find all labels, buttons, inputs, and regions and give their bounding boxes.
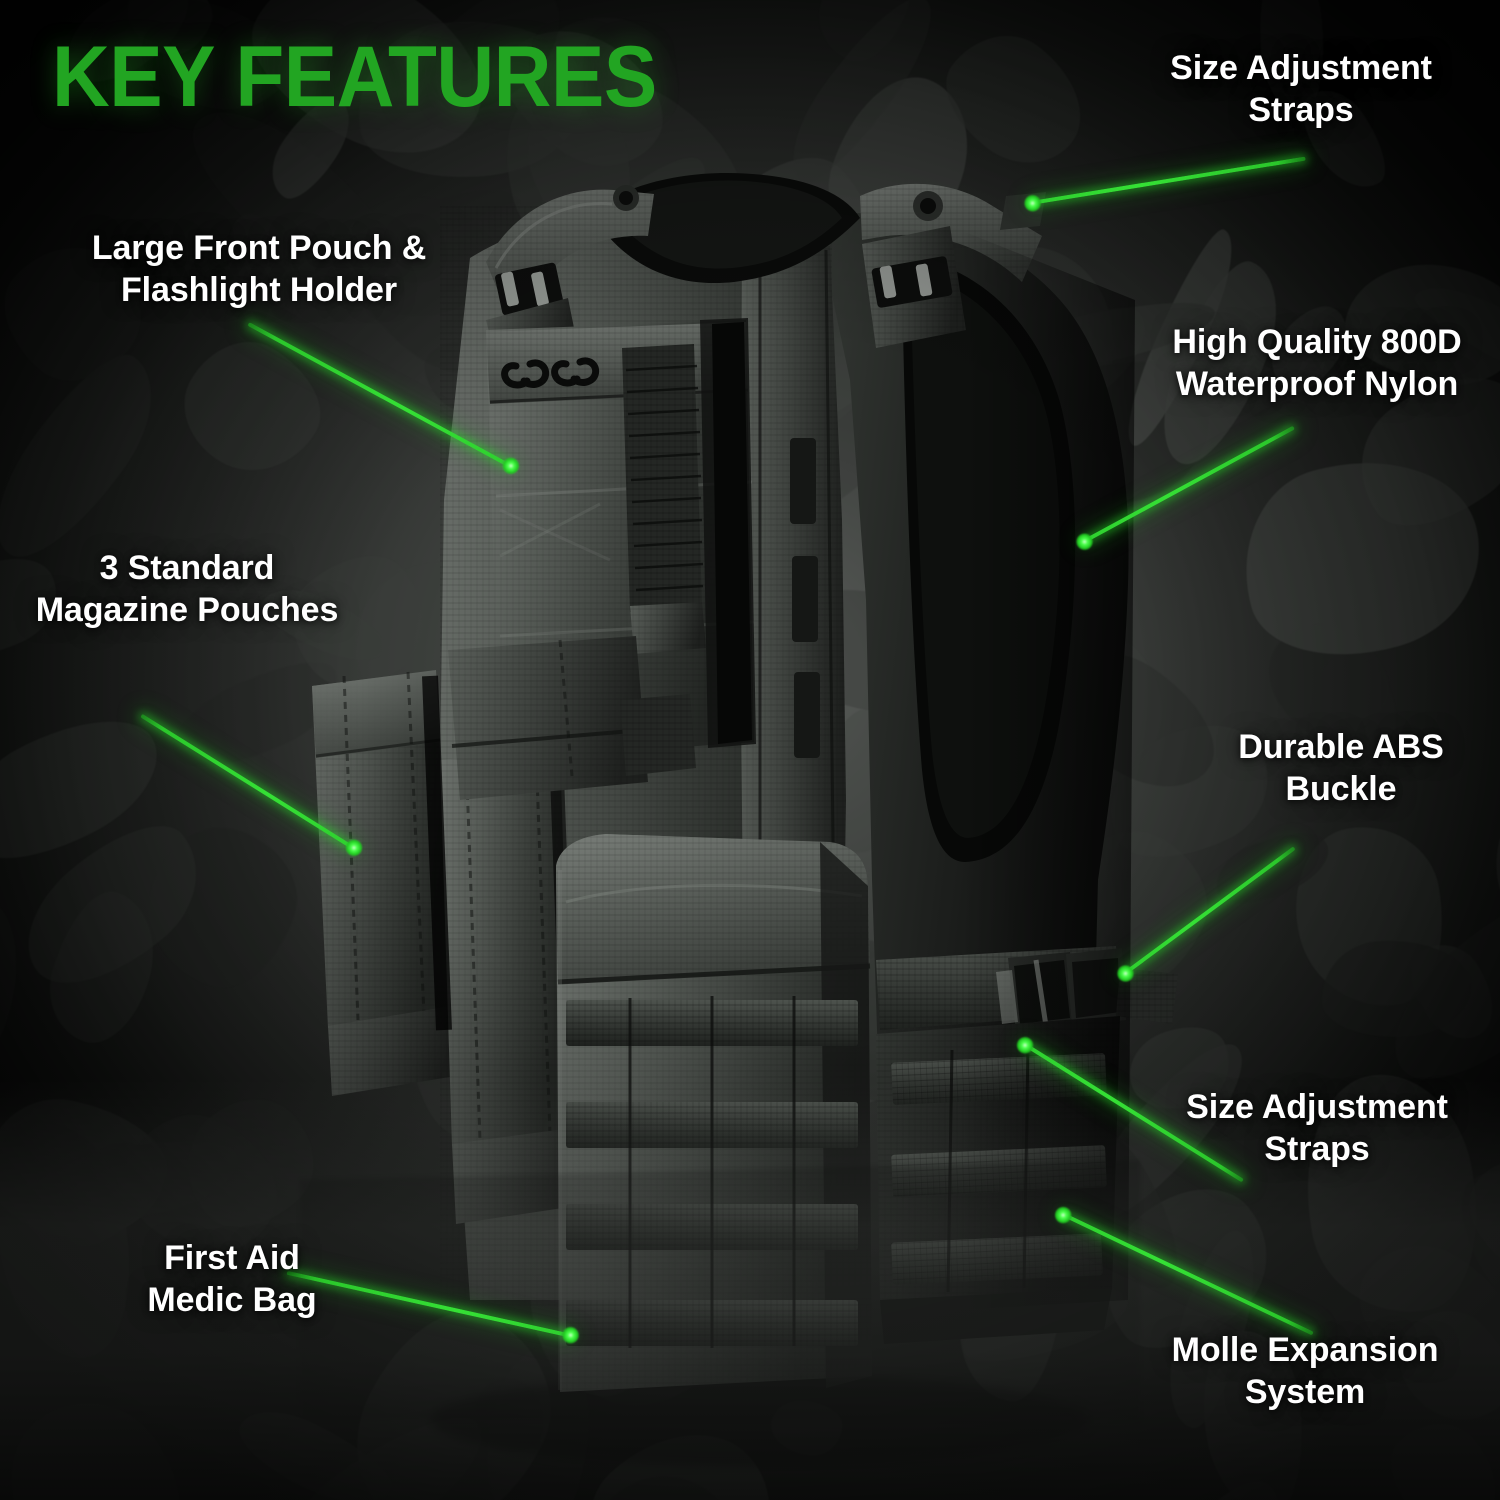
- callout-label-first-aid-medic-bag: First Aid Medic Bag: [147, 1239, 317, 1319]
- page-title: KEY FEATURES: [52, 29, 657, 125]
- callout-label-3-standard-magazine-pouches: 3 Standard Magazine Pouches: [35, 549, 339, 629]
- callout-label-size-adjustment-straps-bottom: Size Adjustment Straps: [1186, 1088, 1448, 1168]
- callout-label-molle-expansion-system: Molle Expansion System: [1171, 1331, 1439, 1411]
- callout-label-durable-abs-buckle: Durable ABS Buckle: [1238, 728, 1444, 808]
- callout-label-size-adjustment-straps-top: Size Adjustment Straps: [1170, 49, 1432, 129]
- callout-label-large-front-pouch-flashlight-holder: Large Front Pouch & Flashlight Holder: [91, 229, 427, 309]
- callout-label-high-quality-800d-waterproof-nylon: High Quality 800D Waterproof Nylon: [1172, 323, 1462, 403]
